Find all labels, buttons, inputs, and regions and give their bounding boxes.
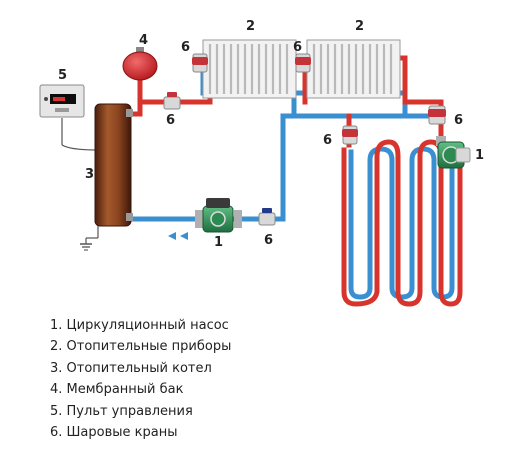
- callout-valve-return: 6: [264, 233, 273, 248]
- callout-radiator-left: 2: [246, 19, 255, 34]
- flow-arrow-icon: [168, 232, 188, 240]
- callout-pump-main: 1: [214, 235, 223, 250]
- expansion-tank: [122, 47, 158, 81]
- valve-floor-right-icon: [428, 105, 446, 125]
- control-panel: [39, 84, 99, 151]
- legend-item: 1. Циркуляционный насос: [50, 318, 229, 333]
- valve-radiator-mid-icon: [295, 53, 311, 73]
- callout-radiator-right: 2: [355, 19, 364, 34]
- radiator-left: [202, 39, 297, 99]
- circulation-pump-floor: [436, 136, 471, 169]
- legend-item: 5. Пульт управления: [50, 403, 193, 419]
- callout-control-panel: 5: [58, 68, 67, 83]
- heating-diagram: 2 2 4 5 3 6 6 6 6 1 6 6 1: [39, 19, 484, 307]
- valve-floor-left-icon: [342, 125, 358, 145]
- legend-item: 4. Мембранный бак: [50, 382, 184, 398]
- callout-boiler: 3: [85, 167, 94, 182]
- callout-valve-radiator-mid: 6: [293, 40, 302, 55]
- legend-item: 6. Шаровые краны: [50, 425, 178, 441]
- circulation-pump-main: [195, 198, 242, 233]
- callout-valve-tank: 6: [166, 113, 175, 128]
- electric-boiler: [80, 103, 133, 251]
- radiator-right: [306, 39, 401, 99]
- callout-valve-floor-left: 6: [323, 133, 332, 148]
- callout-pump-floor: 1: [475, 148, 484, 163]
- legend-item: 2. Отопительные приборы: [50, 339, 232, 355]
- callout-tank: 4: [139, 33, 148, 48]
- valve-tank-icon: [163, 92, 181, 110]
- legend-list: 1. Циркуляционный насос 2. Отопительные …: [50, 315, 231, 443]
- callout-valve-radiator-left: 6: [181, 40, 190, 55]
- valve-radiator-left-icon: [192, 53, 208, 73]
- valve-return-icon: [258, 208, 276, 226]
- legend-item: 3. Отопительный котел: [50, 360, 212, 376]
- callout-valve-floor-right: 6: [454, 113, 463, 128]
